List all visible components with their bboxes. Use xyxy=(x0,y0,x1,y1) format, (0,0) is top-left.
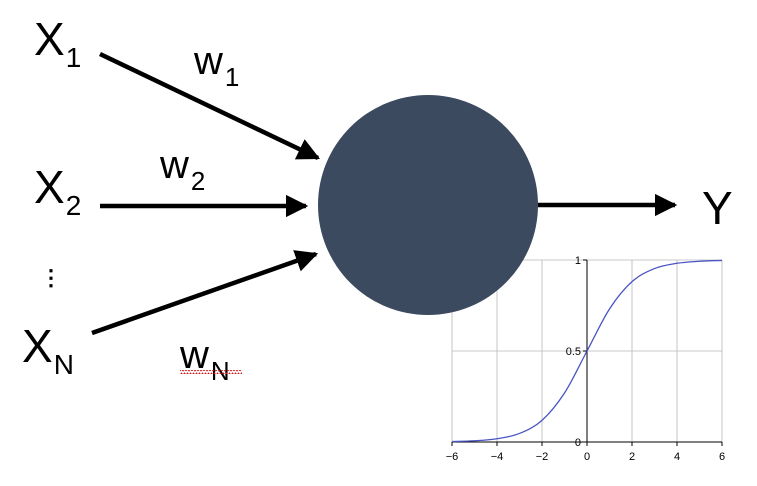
weight-label-2: w2 xyxy=(159,143,205,196)
chart-ticks: −6 −4 −2 0 2 4 6 0 0.5 1 xyxy=(446,255,725,463)
input-arrow-n xyxy=(91,250,319,336)
chart-ytick-label: 1 xyxy=(575,255,581,267)
weight-label-1: w1 xyxy=(193,39,239,92)
chart-xtick-label: 2 xyxy=(629,451,635,463)
output-label: Y xyxy=(702,182,733,234)
chart-xtick-label: −4 xyxy=(491,451,504,463)
chart-xtick-label: 4 xyxy=(674,451,680,463)
weight-label-n: wN xyxy=(179,333,230,386)
spellcheck-underline xyxy=(180,370,242,374)
input-arrow-1 xyxy=(99,51,321,161)
chart-xtick-label: −6 xyxy=(446,451,459,463)
input-label-n: XN xyxy=(22,320,74,380)
chart-ytick-label: 0 xyxy=(575,437,581,449)
input-label-2: X2 xyxy=(34,161,81,221)
chart-ytick-label: 0.5 xyxy=(566,346,581,358)
neuron-node xyxy=(318,95,538,315)
chart-xtick-label: 0 xyxy=(584,451,590,463)
chart-xtick-label: −2 xyxy=(536,451,549,463)
input-ellipsis: ⋮ xyxy=(40,265,62,290)
chart-xtick-label: 6 xyxy=(719,451,725,463)
input-label-1: X1 xyxy=(34,13,81,73)
